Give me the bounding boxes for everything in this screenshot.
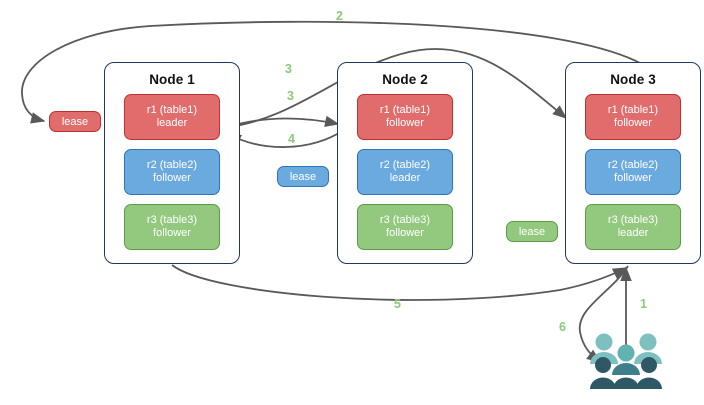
replica-r3[interactable]: r3 (table3) leader (585, 204, 681, 250)
replica-r1[interactable]: r1 (table1) follower (585, 94, 681, 140)
replica-role: leader (156, 117, 188, 129)
step-label-2: 2 (336, 9, 343, 23)
replica-role: follower (386, 227, 424, 239)
replica-role: follower (614, 172, 652, 184)
step-label-3-upper: 3 (285, 62, 292, 76)
replica-r2[interactable]: r2 (table2) follower (124, 149, 220, 195)
replica-name: r3 (table3) (146, 214, 198, 226)
replica-r2[interactable]: r2 (table2) follower (585, 149, 681, 195)
step-label-5: 5 (394, 297, 401, 311)
replica-role: follower (386, 117, 424, 129)
node-card-3[interactable]: Node 3 r1 (table1) follower r2 (table2) … (565, 62, 701, 264)
lease-badge-red[interactable]: lease (49, 111, 101, 132)
replica-r1[interactable]: r1 (table1) follower (357, 94, 453, 140)
replica-name: r3 (table3) (607, 214, 659, 226)
replica-r3[interactable]: r3 (table3) follower (357, 204, 453, 250)
replica-r3[interactable]: r3 (table3) follower (124, 204, 220, 250)
replica-name: r1 (table1) (379, 104, 431, 116)
arrow-step-6 (579, 265, 629, 363)
replica-name: r2 (table2) (607, 159, 659, 171)
lease-badge-green[interactable]: lease (506, 221, 558, 242)
replica-role: follower (153, 172, 191, 184)
arrow-step-5 (171, 264, 628, 301)
arrow-step-3-to-node3 (221, 48, 568, 129)
replica-name: r1 (table1) (146, 104, 198, 116)
step-label-3-lower: 3 (287, 89, 294, 103)
replica-name: r3 (table3) (379, 214, 431, 226)
node-title: Node 2 (382, 72, 428, 87)
node-title: Node 1 (149, 72, 195, 87)
lease-label: lease (289, 170, 317, 183)
node-title: Node 3 (610, 72, 656, 87)
step-label-1: 1 (640, 297, 647, 311)
step-label-6: 6 (559, 320, 566, 334)
lease-label: lease (61, 115, 89, 128)
replica-role: leader (389, 172, 421, 184)
replica-name: r1 (table1) (607, 104, 659, 116)
replica-r1[interactable]: r1 (table1) leader (124, 94, 220, 140)
replica-role: follower (153, 227, 191, 239)
replica-role: follower (614, 117, 652, 129)
step-label-4: 4 (288, 132, 295, 146)
node-card-1[interactable]: Node 1 r1 (table1) leader r2 (table2) fo… (104, 62, 240, 264)
replica-role: leader (617, 227, 649, 239)
replica-name: r2 (table2) (379, 159, 431, 171)
replica-name: r2 (table2) (146, 159, 198, 171)
users-group-icon (588, 330, 664, 392)
lease-label: lease (518, 225, 546, 238)
arrow-step-3-to-node2 (223, 115, 340, 129)
arrow-step-2 (21, 20, 641, 124)
node-card-2[interactable]: Node 2 r1 (table1) follower r2 (table2) … (337, 62, 473, 264)
arrow-step-4 (226, 129, 345, 148)
lease-badge-blue[interactable]: lease (277, 166, 329, 187)
replica-r2[interactable]: r2 (table2) leader (357, 149, 453, 195)
